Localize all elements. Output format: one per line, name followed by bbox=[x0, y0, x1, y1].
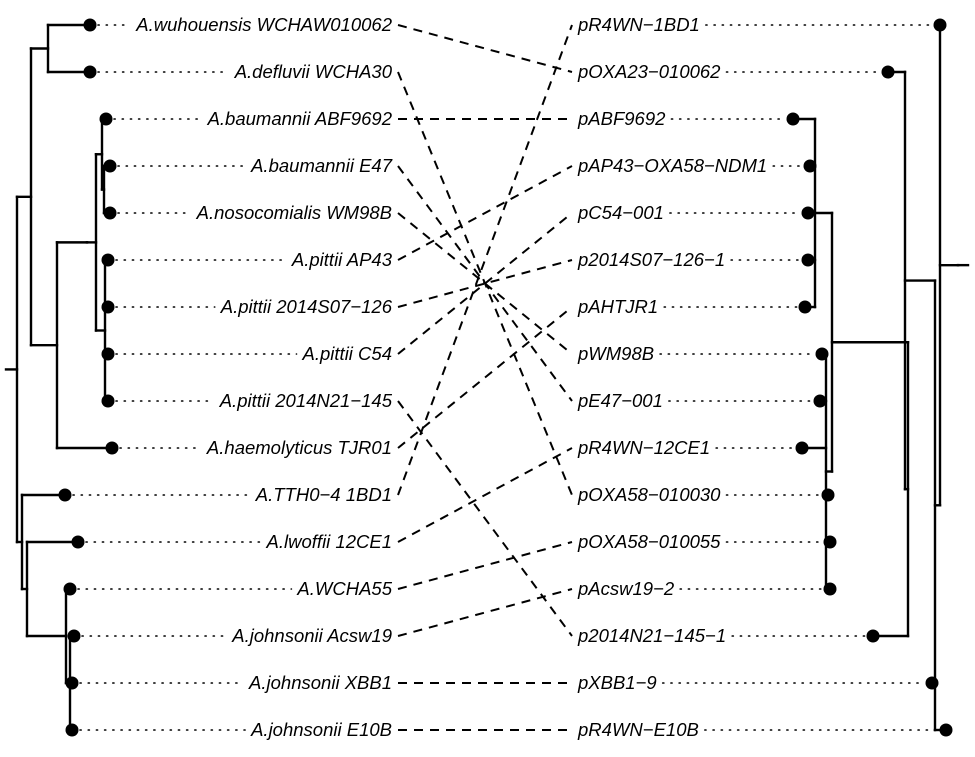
right-tip-label-pr4wn-e10b: pR4WN−E10B bbox=[577, 719, 699, 740]
right-tip-node-poxa23-010062 bbox=[881, 65, 895, 79]
left-tip-node-a-wuhouensis-wchaw010062 bbox=[83, 18, 97, 32]
right-tip-label-pabf9692: pABF9692 bbox=[577, 108, 666, 129]
right-tip-node-pe47-001 bbox=[813, 394, 827, 408]
left-tip-node-a-johnsonii-e10b bbox=[65, 723, 79, 737]
right-tip-node-pxbb1-9 bbox=[925, 676, 939, 690]
right-tip-label-p2014s07-126-1: p2014S07−126−1 bbox=[577, 249, 725, 270]
left-tip-label-a-pittii-2014s07-126: A.pittii 2014S07−126 bbox=[220, 296, 393, 317]
left-tip-label-a-baumannii-e47: A.baumannii E47 bbox=[250, 155, 393, 176]
left-tip-node-a-pittii-c54 bbox=[101, 347, 115, 361]
link-a-wcha55-to-poxa58-010055 bbox=[397, 541, 573, 590]
right-tip-label-pwm98b: pWM98B bbox=[577, 343, 654, 364]
right-tip-label-pc54-001: pC54−001 bbox=[577, 202, 664, 223]
link-a-johnsonii-acsw19-to-pacsw19-2 bbox=[397, 588, 573, 637]
link-a-nosocomialis-wm98b-to-pwm98b bbox=[397, 212, 573, 355]
link-a-pittii-c54-to-pc54-001 bbox=[397, 212, 573, 355]
right-tip-label-poxa58-010055: pOXA58−010055 bbox=[577, 531, 721, 552]
right-tip-labels: pR4WN−1BD1 pOXA23−010062 pABF9692 pAP43−OXA… bbox=[577, 14, 767, 740]
right-tip-node-pr4wn-12ce1 bbox=[795, 441, 809, 455]
right-tip-label-pxbb1-9: pXBB1−9 bbox=[577, 672, 657, 693]
right-tip-node-pc54-001 bbox=[801, 206, 815, 220]
link-a-wuhouensis-wchaw010062-to-poxa23-010062 bbox=[397, 24, 573, 73]
right-tip-label-p2014n21-145-1: p2014N21−145−1 bbox=[577, 625, 726, 646]
right-tip-label-pr4wn-1bd1: pR4WN−1BD1 bbox=[577, 14, 700, 35]
right-tip-node-pahtjr1 bbox=[798, 300, 812, 314]
right-tip-node-poxa58-010030 bbox=[821, 488, 835, 502]
left-tip-label-a-baumannii-abf9692: A.baumannii ABF9692 bbox=[207, 108, 393, 129]
tip-leaders bbox=[72, 24, 939, 731]
link-a-lwoffii-12ce1-to-pr4wn-12ce1 bbox=[397, 447, 573, 543]
left-tip-node-a-tth0-4-1bd1 bbox=[58, 488, 72, 502]
right-tip-node-pacsw19-2 bbox=[823, 582, 837, 596]
link-a-baumannii-e47-to-pe47-001 bbox=[397, 165, 573, 402]
left-tip-label-a-haemolyticus-tjr01: A.haemolyticus TJR01 bbox=[206, 437, 392, 458]
right-tip-node-poxa58-010055 bbox=[823, 535, 837, 549]
left-tip-node-a-baumannii-abf9692 bbox=[99, 112, 113, 126]
link-a-pittii-ap43-to-pap43-oxa58-ndm1 bbox=[397, 165, 573, 261]
right-tip-label-pr4wn-12ce1: pR4WN−12CE1 bbox=[577, 437, 710, 458]
left-tip-label-a-johnsonii-e10b: A.johnsonii E10B bbox=[250, 719, 392, 740]
left-tip-label-a-tth0-4-1bd1: A.TTH0−4 1BD1 bbox=[255, 484, 392, 505]
tip-nodes bbox=[58, 18, 953, 737]
right-tip-label-poxa23-010062: pOXA23−010062 bbox=[577, 61, 721, 82]
left-tip-label-a-lwoffii-12ce1: A.lwoffii 12CE1 bbox=[266, 531, 392, 552]
left-tip-node-a-nosocomialis-wm98b bbox=[103, 206, 117, 220]
left-tree-edges bbox=[4, 23, 114, 732]
right-tip-label-pap43-oxa58-ndm1: pAP43−OXA58−NDM1 bbox=[577, 155, 767, 176]
left-tip-node-a-lwoffii-12ce1 bbox=[71, 535, 85, 549]
link-a-haemolyticus-tjr01-to-pahtjr1 bbox=[397, 306, 573, 449]
left-tip-label-a-nosocomialis-wm98b: A.nosocomialis WM98B bbox=[196, 202, 392, 223]
left-tip-node-a-pittii-2014s07-126 bbox=[101, 300, 115, 314]
right-tip-node-p2014s07-126-1 bbox=[801, 253, 815, 267]
link-a-pittii-2014s07-126-to-p2014s07-126-1 bbox=[397, 259, 573, 308]
right-tip-label-pahtjr1: pAHTJR1 bbox=[577, 296, 658, 317]
left-tip-node-a-johnsonii-acsw19 bbox=[67, 629, 81, 643]
left-tip-node-a-pittii-2014n21-145 bbox=[101, 394, 115, 408]
left-tip-label-a-pittii-ap43: A.pittii AP43 bbox=[291, 249, 393, 270]
link-a-tth0-4-1bd1-to-pr4wn-1bd1 bbox=[397, 24, 573, 496]
right-tip-label-pacsw19-2: pAcsw19−2 bbox=[577, 578, 675, 599]
right-tip-label-pe47-001: pE47−001 bbox=[577, 390, 663, 411]
left-tip-label-a-defluvii-wcha30: A.defluvii WCHA30 bbox=[234, 61, 393, 82]
right-tip-node-pabf9692 bbox=[786, 112, 800, 126]
left-tip-label-a-johnsonii-xbb1: A.johnsonii XBB1 bbox=[248, 672, 392, 693]
left-tip-node-a-johnsonii-xbb1 bbox=[65, 676, 79, 690]
right-tip-label-poxa58-010030: pOXA58−010030 bbox=[577, 484, 721, 505]
left-tip-label-a-wuhouensis-wchaw010062: A.wuhouensis WCHAW010062 bbox=[135, 14, 392, 35]
left-tip-label-a-pittii-2014n21-145: A.pittii 2014N21−145 bbox=[219, 390, 393, 411]
left-tip-node-a-wcha55 bbox=[63, 582, 77, 596]
right-tip-node-p2014n21-145-1 bbox=[866, 629, 880, 643]
right-tip-node-pap43-oxa58-ndm1 bbox=[803, 159, 817, 173]
left-tip-node-a-pittii-ap43 bbox=[101, 253, 115, 267]
left-tip-label-a-johnsonii-acsw19: A.johnsonii Acsw19 bbox=[231, 625, 392, 646]
left-tip-label-a-pittii-c54: A.pittii C54 bbox=[302, 343, 392, 364]
tanglegram-links bbox=[397, 24, 573, 731]
right-tip-node-pr4wn-e10b bbox=[939, 723, 953, 737]
right-tip-node-pr4wn-1bd1 bbox=[933, 18, 947, 32]
right-tip-node-pwm98b bbox=[815, 347, 829, 361]
left-tip-label-a-wcha55: A.WCHA55 bbox=[296, 578, 392, 599]
link-a-pittii-2014n21-145-to-p2014n21-145-1 bbox=[397, 400, 573, 637]
left-tip-node-a-haemolyticus-tjr01 bbox=[105, 441, 119, 455]
right-tree-edges bbox=[791, 23, 970, 732]
left-tip-node-a-baumannii-e47 bbox=[103, 159, 117, 173]
left-tip-node-a-defluvii-wcha30 bbox=[83, 65, 97, 79]
